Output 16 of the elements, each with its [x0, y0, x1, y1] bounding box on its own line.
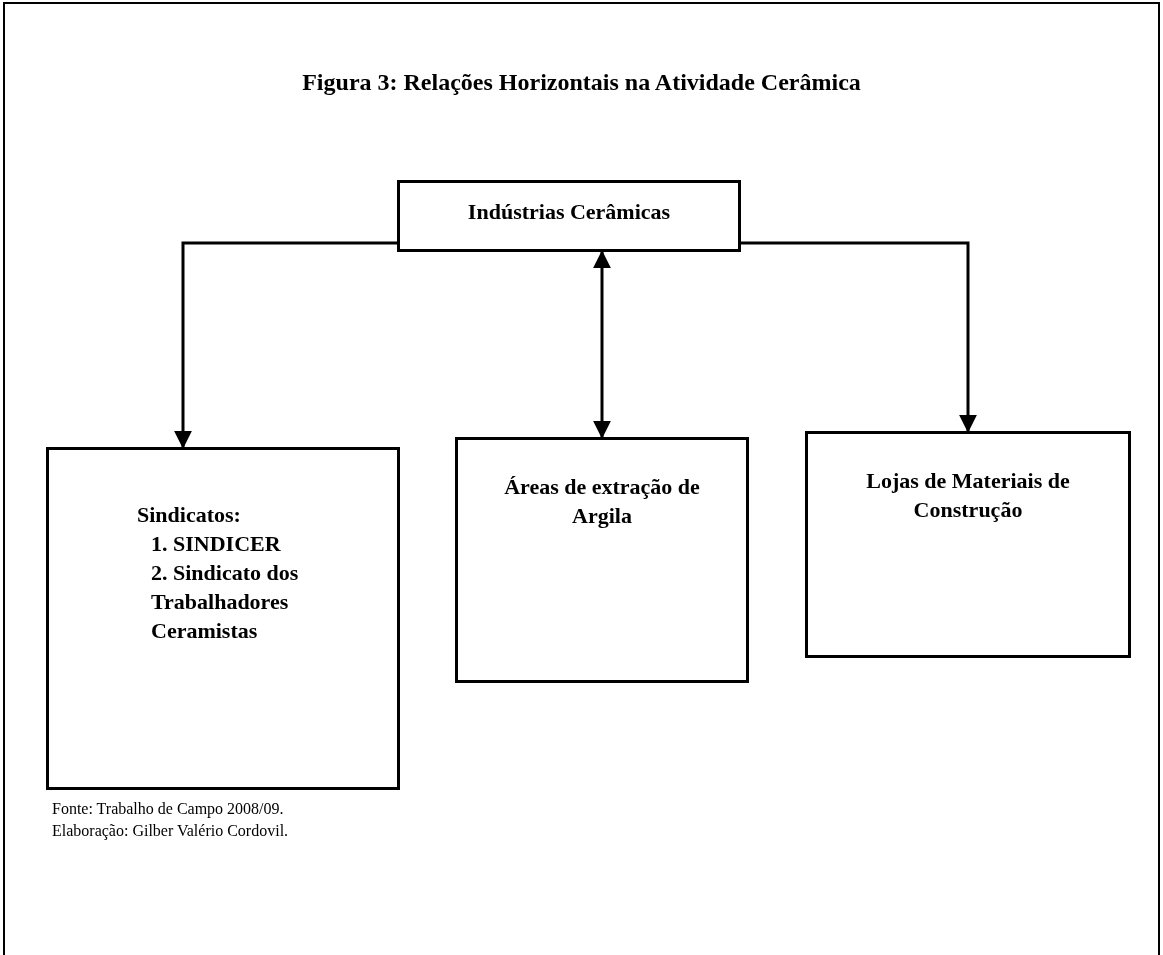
- text-box: [455, 437, 749, 683]
- node-label: Áreas de extração de Argila: [503, 473, 701, 530]
- node-label: Lojas de Materiais de Construção: [865, 467, 1071, 524]
- diagram-title: Figura 3: Relações Horizontais na Atividade Cerâmica: [301, 68, 862, 97]
- source-note: Elaboração: Gilber Valério Cordovil.: [52, 821, 289, 842]
- node-label: Indústrias Cerâmicas: [467, 198, 671, 226]
- node-heading: Sindicatos:: [136, 501, 242, 529]
- arrow: [593, 250, 611, 439]
- list-item: 2. Sindicato dos Trabalhadores Ceramistas: [150, 559, 300, 645]
- list-item: 1. SINDICER: [150, 530, 282, 558]
- text-box: [397, 180, 741, 252]
- text-box: [46, 447, 400, 790]
- source-note: Fonte: Trabalho de Campo 2008/09.: [52, 799, 285, 820]
- arrow: [741, 241, 977, 433]
- arrow: [174, 241, 397, 449]
- text-box: [805, 431, 1131, 658]
